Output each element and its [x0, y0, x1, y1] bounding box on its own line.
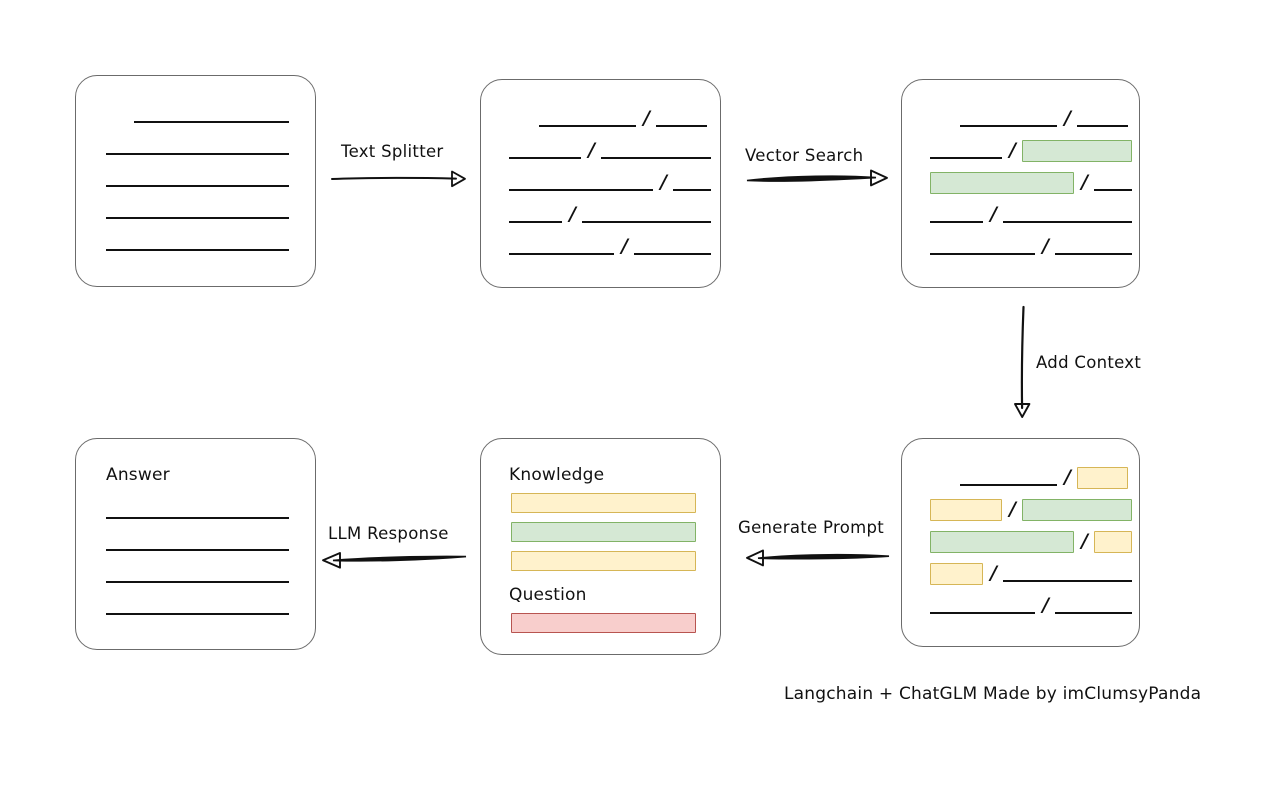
text-line-rule: [930, 253, 1035, 256]
text-line-rule: [134, 121, 289, 124]
chunk-separator-slash: /: [1064, 466, 1071, 488]
edge-label-llm-response: LLM Response: [328, 524, 449, 543]
text-line-rule: [601, 157, 711, 160]
node-context-chunks[interactable]: / / / / /: [901, 438, 1140, 647]
text-line-rule: [106, 217, 289, 220]
node-prompt[interactable]: Knowledge Question: [480, 438, 721, 655]
answer-title: Answer: [106, 465, 170, 485]
node-answer[interactable]: Answer: [75, 438, 316, 650]
text-line-rule: [106, 581, 289, 584]
text-line-rule: [960, 125, 1057, 128]
text-line-rule: [106, 153, 289, 156]
chunk-separator-slash: /: [1042, 594, 1049, 616]
text-line-rule: [509, 189, 653, 192]
arrow-text-splitter: [331, 170, 466, 188]
arrow-add-context: [1014, 305, 1031, 418]
text-line-rule: [930, 221, 983, 224]
edge-label-text-splitter: Text Splitter: [341, 142, 444, 161]
text-line-rule: [106, 249, 289, 252]
text-chunk-yellow[interactable]: [1094, 531, 1132, 553]
text-line-rule: [509, 253, 614, 256]
text-line-rule: [1055, 253, 1132, 256]
text-line-rule: [656, 125, 707, 128]
text-line-rule: [509, 157, 581, 160]
prompt-bar-red[interactable]: [511, 613, 696, 633]
text-line-rule: [1003, 221, 1132, 224]
text-line-rule: [106, 517, 289, 520]
node-source-document[interactable]: [75, 75, 316, 287]
chunk-separator-slash: /: [1064, 107, 1071, 129]
chunk-separator-slash: /: [643, 107, 650, 129]
node-split-chunks[interactable]: / / / / /: [480, 79, 721, 288]
footer-credit: Langchain + ChatGLM Made by imClumsyPand…: [784, 684, 1202, 704]
chunk-separator-slash: /: [588, 139, 595, 161]
arrow-llm-response: [322, 552, 467, 569]
chunk-separator-slash: /: [1081, 171, 1088, 193]
text-line-rule: [509, 221, 562, 224]
chunk-separator-slash: /: [569, 203, 576, 225]
text-line-rule: [1003, 580, 1132, 583]
text-chunk-green[interactable]: [930, 531, 1074, 553]
chunk-separator-slash: /: [990, 203, 997, 225]
text-line-rule: [960, 484, 1057, 487]
chunk-separator-slash: /: [990, 562, 997, 584]
text-chunk-green[interactable]: [1022, 499, 1132, 521]
text-chunk-yellow[interactable]: [930, 499, 1002, 521]
text-line-rule: [930, 157, 1002, 160]
chunk-separator-slash: /: [660, 171, 667, 193]
text-line-rule: [634, 253, 711, 256]
text-chunk-green[interactable]: [930, 172, 1074, 194]
text-line-rule: [1094, 189, 1132, 192]
prompt-bar-yellow[interactable]: [511, 493, 696, 513]
chunk-separator-slash: /: [1009, 498, 1016, 520]
text-chunk-yellow[interactable]: [1077, 467, 1128, 489]
text-line-rule: [1055, 612, 1132, 615]
text-chunk-yellow[interactable]: [930, 563, 983, 585]
text-line-rule: [106, 613, 289, 616]
edge-label-generate-prompt: Generate Prompt: [738, 518, 884, 537]
chunk-separator-slash: /: [1042, 235, 1049, 257]
arrow-vector-search: [746, 169, 888, 187]
text-line-rule: [1077, 125, 1128, 128]
edge-label-add-context: Add Context: [1036, 353, 1142, 372]
prompt-bar-green[interactable]: [511, 522, 696, 542]
text-line-rule: [539, 125, 636, 128]
chunk-separator-slash: /: [1081, 530, 1088, 552]
text-line-rule: [106, 549, 289, 552]
prompt-bar-yellow[interactable]: [511, 551, 696, 571]
arrow-generate-prompt: [746, 549, 890, 567]
node-retrieved-chunks[interactable]: / / / / /: [901, 79, 1140, 288]
chunk-separator-slash: /: [1009, 139, 1016, 161]
chunk-separator-slash: /: [621, 235, 628, 257]
text-line-rule: [582, 221, 711, 224]
text-line-rule: [673, 189, 711, 192]
text-line-rule: [930, 612, 1035, 615]
text-line-rule: [106, 185, 289, 188]
prompt-question-label: Question: [509, 585, 587, 605]
prompt-knowledge-label: Knowledge: [509, 465, 605, 485]
edge-label-vector-search: Vector Search: [745, 146, 864, 165]
text-chunk-green[interactable]: [1022, 140, 1132, 162]
